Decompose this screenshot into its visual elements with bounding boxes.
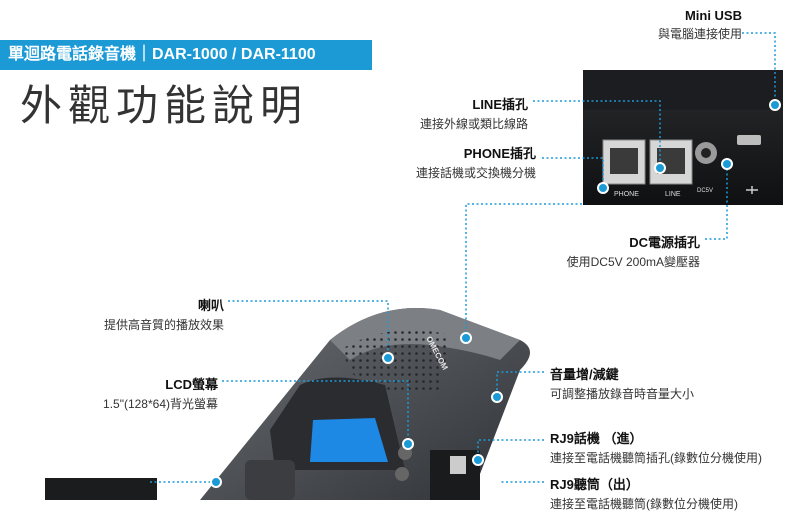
- dot-mini-usb: [769, 99, 781, 111]
- leader-lcd: [222, 380, 409, 444]
- dot-dc-jack: [721, 158, 733, 170]
- callout-speaker-desc: 提供高音質的播放效果: [103, 318, 224, 332]
- side-photo: [45, 478, 157, 500]
- callout-line-jack: LINE插孔 連接外線或類比線路: [420, 94, 528, 132]
- callout-mini-usb-desc: 與電腦連接使用: [657, 27, 742, 41]
- callout-lcd: LCD螢幕 1.5"(128*64)背光螢幕: [103, 374, 218, 412]
- page-title: 外觀功能說明: [20, 81, 309, 130]
- callout-volume: 音量增/減鍵 可調整播放錄音時音量大小: [550, 364, 694, 402]
- leader-volume: [496, 371, 544, 397]
- callout-rj9-out: RJ9聽筒（出） 連接至電話機聽筒(錄數位分機使用): [550, 474, 738, 512]
- back-panel-photo: [583, 70, 783, 205]
- callout-rj9-in-title: RJ9話機 （進）: [550, 431, 643, 446]
- leader-dc-jack: [705, 164, 728, 240]
- dot-main-unit: [460, 332, 472, 344]
- leader-line-jack: [533, 100, 661, 168]
- port-label-line: LINE: [665, 191, 681, 198]
- callout-dc-jack-desc: 使用DC5V 200mA變壓器: [566, 255, 700, 269]
- callout-line-jack-desc: 連接外線或類比線路: [419, 117, 528, 131]
- leader-phone-jack: [542, 157, 604, 188]
- product-banner: 單迴路電話錄音機｜DAR-1000 / DAR-1100: [0, 40, 372, 70]
- callout-speaker-title: 喇叭: [197, 298, 224, 313]
- callout-rj9-in: RJ9話機 （進） 連接至電話機聽筒插孔(錄數位分機使用): [550, 428, 762, 466]
- callout-lcd-title: LCD螢幕: [165, 377, 218, 392]
- port-label-dc: DC5V: [697, 188, 713, 194]
- dot-line-jack: [654, 162, 666, 174]
- callout-volume-desc: 可調整播放錄音時音量大小: [550, 387, 695, 401]
- dot-lcd: [402, 438, 414, 450]
- port-label-phone: PHONE: [614, 191, 639, 198]
- callout-speaker: 喇叭 提供高音質的播放效果: [104, 295, 224, 333]
- dot-left: [210, 476, 222, 488]
- callout-rj9-out-desc: 連接至電話機聽筒(錄數位分機使用): [550, 497, 738, 511]
- callout-dc-jack: DC電源插孔 使用DC5V 200mA變壓器: [567, 232, 700, 270]
- recorder-device: [200, 308, 530, 500]
- dot-volume: [491, 391, 503, 403]
- callout-lcd-desc: 1.5"(128*64)背光螢幕: [103, 397, 218, 411]
- callout-dc-jack-title: DC電源插孔: [629, 235, 700, 250]
- dot-speaker: [382, 352, 394, 364]
- leader-main-unit: [465, 203, 582, 338]
- callout-phone-jack: PHONE插孔 連接話機或交換機分機: [416, 143, 536, 181]
- callout-line-jack-title: LINE插孔: [472, 97, 528, 112]
- callout-mini-usb: Mini USB 與電腦連接使用: [658, 8, 742, 42]
- callout-phone-jack-title: PHONE插孔: [463, 146, 536, 161]
- leader-mini-usb: [742, 32, 776, 105]
- dot-phone-jack: [597, 182, 609, 194]
- callout-mini-usb-title: Mini USB: [684, 8, 742, 23]
- callout-rj9-in-desc: 連接至電話機聽筒插孔(錄數位分機使用): [550, 451, 762, 465]
- callout-phone-jack-desc: 連接話機或交換機分機: [415, 166, 536, 180]
- device-illustration: PHONE LINE DC5V OMECOM: [45, 32, 783, 500]
- leader-speaker: [228, 300, 389, 358]
- callout-volume-title: 音量增/減鍵: [550, 367, 619, 382]
- dot-rj9-in: [472, 454, 484, 466]
- callout-rj9-out-title: RJ9聽筒（出）: [550, 477, 639, 492]
